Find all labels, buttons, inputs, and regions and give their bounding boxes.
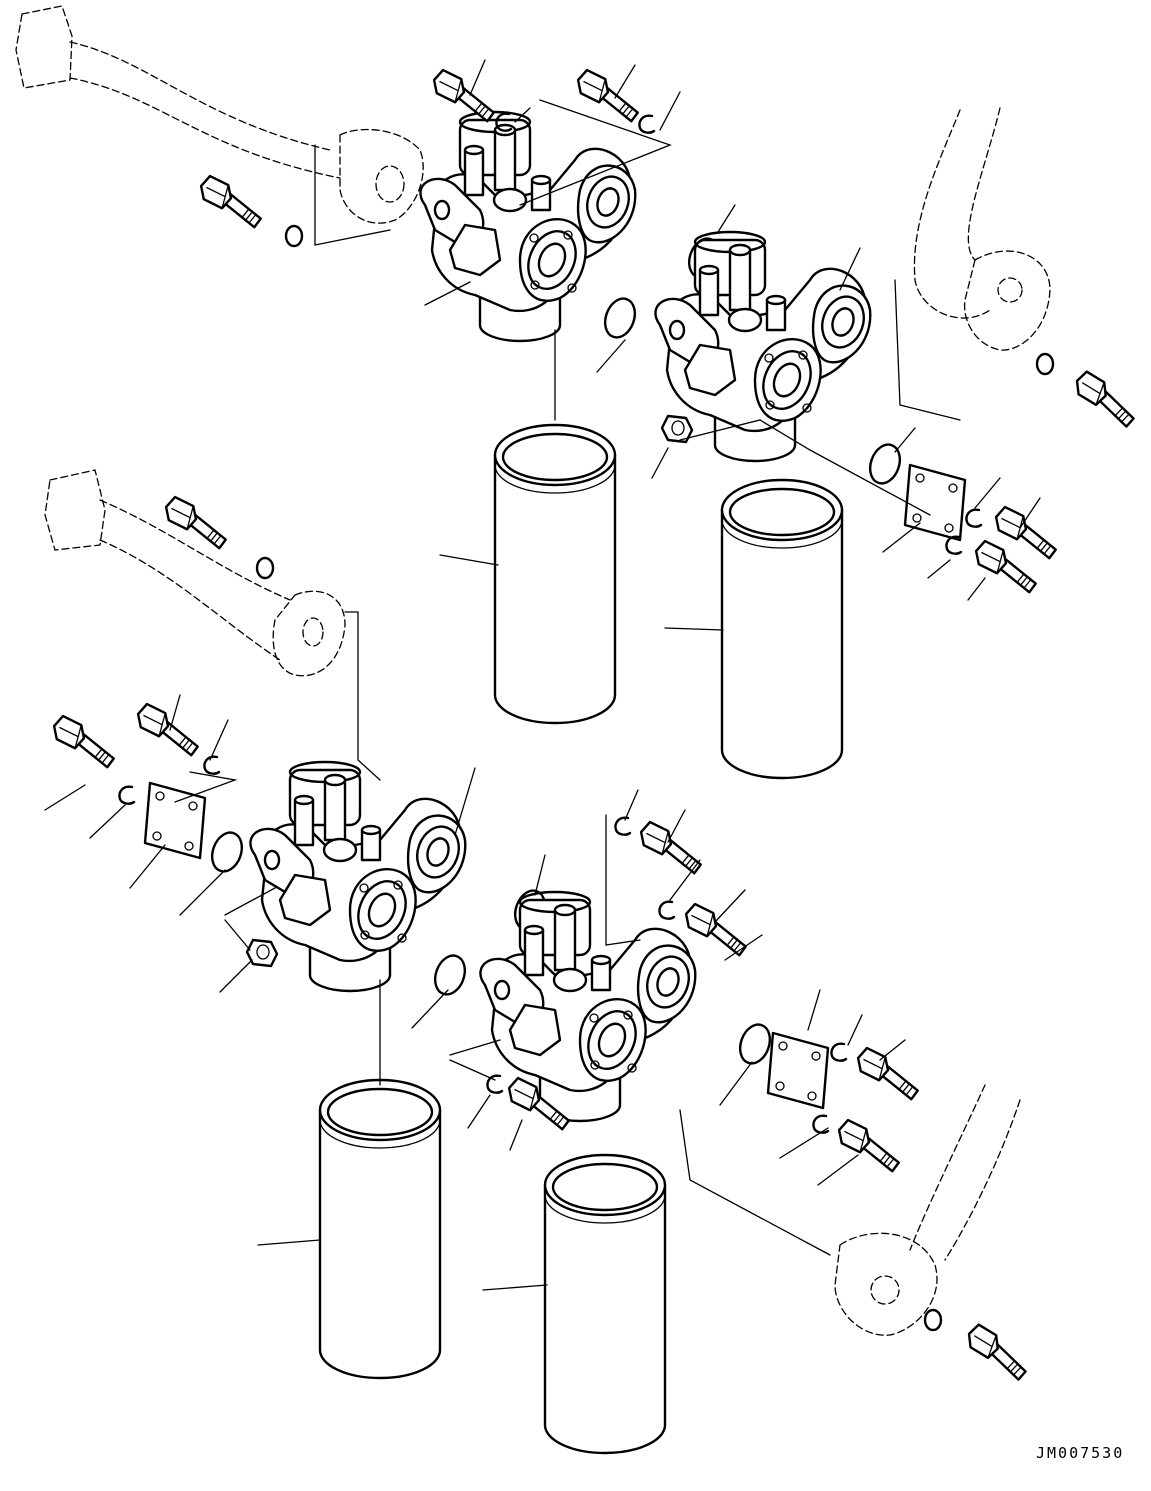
hex-bolt	[968, 538, 1045, 595]
snap-ring	[965, 508, 983, 528]
hidden-pipe-top-right	[913, 107, 1051, 351]
washer	[1035, 352, 1055, 376]
hidden-pipe-top-left	[15, 5, 424, 224]
blanking-plate	[903, 463, 967, 542]
drawing-code: JM007530	[1036, 1444, 1125, 1462]
hex-bolt	[158, 494, 235, 551]
hex-bolt	[46, 713, 123, 770]
filter-assembly-2	[651, 230, 1145, 780]
hex-bolt	[958, 1321, 1037, 1383]
o-ring	[598, 293, 642, 343]
filter-cartridge	[720, 478, 844, 780]
filter-assembly-3	[44, 494, 552, 1380]
o-ring	[733, 1019, 777, 1069]
o-ring	[205, 827, 249, 877]
filter-assembly-4	[449, 789, 1037, 1455]
snap-ring	[118, 785, 136, 805]
snap-ring	[658, 900, 676, 920]
hex-bolt	[850, 1045, 927, 1102]
hex-bolt	[1066, 368, 1145, 430]
washer	[923, 1308, 943, 1332]
filter-cartridge	[493, 423, 617, 725]
snap-ring	[638, 114, 656, 134]
filter-head	[419, 110, 637, 343]
hex-bolt	[193, 173, 270, 230]
hex-nut	[245, 938, 279, 968]
snap-ring	[203, 755, 221, 775]
filter-cartridge	[543, 1153, 667, 1455]
filter-head	[249, 760, 467, 993]
blanking-plate	[766, 1031, 830, 1110]
filter-assembly-1	[193, 59, 736, 725]
filter-cartridge	[318, 1078, 442, 1380]
snap-ring	[614, 816, 632, 836]
hidden-pipe-mid-left	[44, 469, 346, 677]
snap-ring	[812, 1114, 830, 1134]
hex-bolt	[426, 67, 503, 124]
hex-bolt	[633, 819, 710, 876]
hex-bolt	[130, 701, 207, 758]
washer	[255, 556, 275, 580]
hex-bolt	[831, 1117, 908, 1174]
hidden-pipe-bottom-right	[834, 1084, 1021, 1336]
snap-ring	[830, 1042, 848, 1062]
o-ring	[428, 950, 472, 1000]
washer	[284, 224, 304, 248]
